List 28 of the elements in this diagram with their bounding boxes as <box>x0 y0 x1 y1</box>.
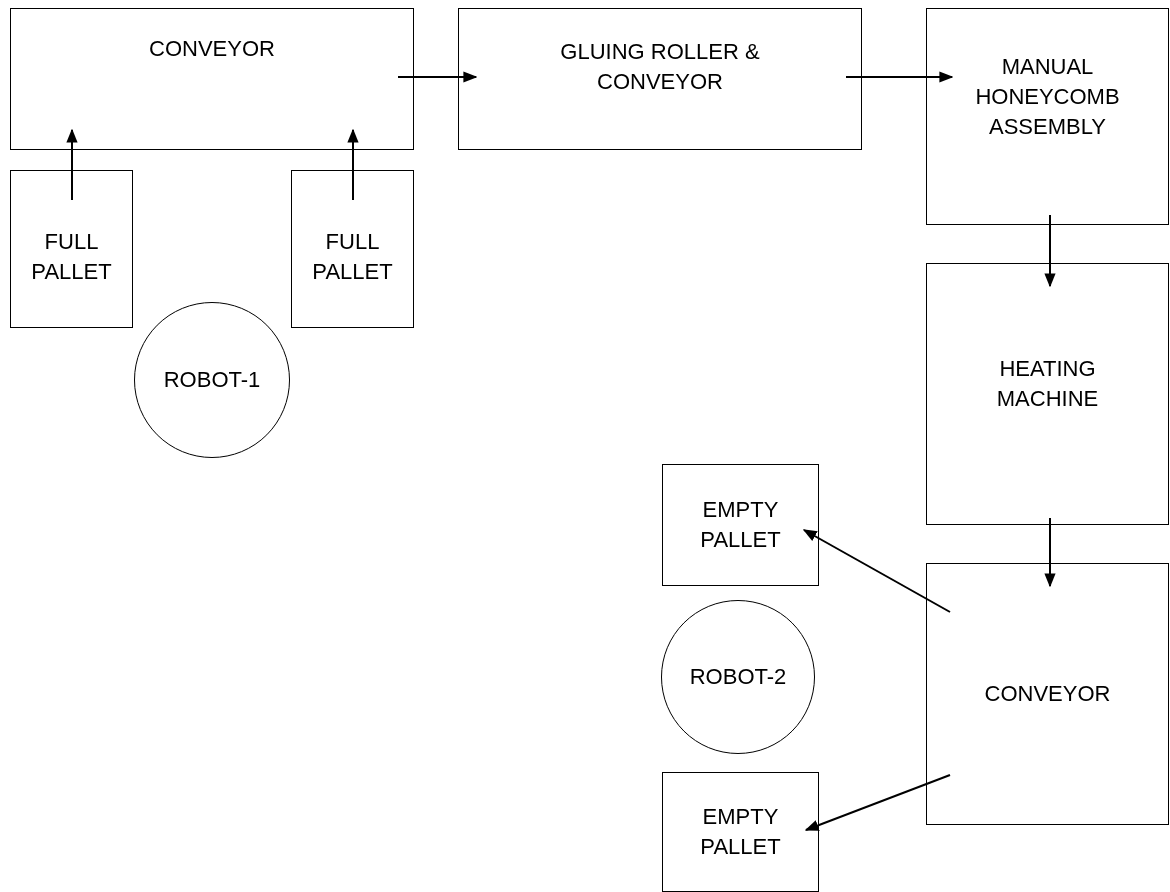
process-box <box>926 263 1169 525</box>
conveyor-box <box>926 563 1169 825</box>
process-box <box>926 8 1169 225</box>
node-label: ROBOT-1 <box>163 366 261 394</box>
pallet-box <box>662 464 819 586</box>
node-label: HEATING MACHINE <box>995 355 1100 413</box>
node-label: EMPTY PALLET <box>699 496 782 554</box>
node-label: EMPTY PALLET <box>699 803 782 861</box>
arrow <box>347 128 359 201</box>
arrow <box>1044 517 1056 588</box>
node-label: GLUING ROLLER & CONVEYOR <box>559 38 761 96</box>
arrow <box>1044 214 1056 288</box>
pallet-box <box>10 170 133 328</box>
arrow <box>804 774 951 831</box>
arrow <box>802 529 951 613</box>
pallet-box <box>291 170 414 328</box>
node-label: FULL PALLET <box>30 228 113 286</box>
arrow <box>845 71 954 83</box>
node-label: CONVEYOR <box>149 35 275 63</box>
conveyor-box <box>10 8 414 150</box>
arrow <box>397 71 478 83</box>
node-label: CONVEYOR <box>984 680 1111 708</box>
pallet-box <box>662 772 819 892</box>
process-box <box>458 8 862 150</box>
arrow <box>66 128 78 201</box>
node-label: ROBOT-2 <box>689 663 787 691</box>
node-label: FULL PALLET <box>311 228 394 286</box>
node-label: MANUAL HONEYCOMB ASSEMBLY <box>974 52 1121 141</box>
